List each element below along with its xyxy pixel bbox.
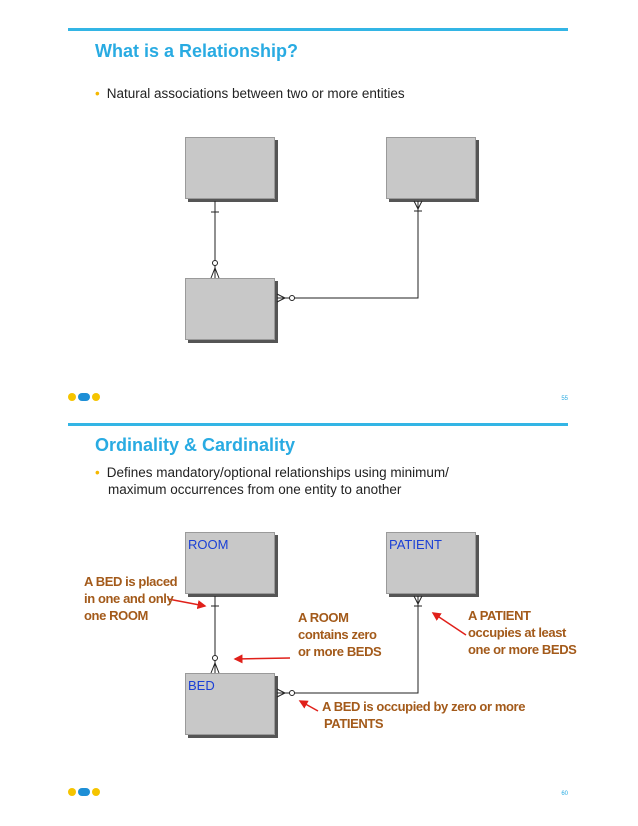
bullet-icon: • bbox=[95, 86, 100, 101]
footer-logo bbox=[68, 783, 100, 801]
arrow-bed-in-room bbox=[167, 598, 207, 610]
entity-label: PATIENT bbox=[389, 537, 442, 552]
annotation-bed-in-room: A BED is placed in one and only one ROOM bbox=[84, 574, 178, 623]
entity-label: BED bbox=[188, 678, 215, 693]
bullet-icon: • bbox=[95, 465, 100, 480]
crows-foot-mark bbox=[413, 200, 423, 211]
arrow-bed-patients bbox=[298, 700, 319, 712]
footer-meta: 60 bbox=[557, 791, 568, 797]
bullet-item: •Defines mandatory/optional relationship… bbox=[95, 465, 449, 497]
footer-logo bbox=[68, 388, 100, 406]
entity-top-left bbox=[185, 137, 275, 199]
header-rule bbox=[68, 28, 568, 31]
cardinality-zero-mark bbox=[289, 295, 295, 301]
page-number: 55 bbox=[561, 396, 568, 402]
cardinality-zero-mark bbox=[212, 260, 218, 266]
annotation-patient-beds: A PATIENT occupies at least one or more … bbox=[468, 608, 577, 657]
entity-bottom bbox=[185, 278, 275, 340]
crows-foot-mark bbox=[210, 661, 220, 674]
logo-circle-icon bbox=[92, 392, 100, 401]
logo-circle-icon bbox=[92, 787, 100, 796]
annotation-bed-patients: A BED is occupied by zero or more PATIEN… bbox=[322, 699, 526, 731]
slide-title: Ordinality & Cardinality bbox=[95, 435, 296, 455]
entity-label: ROOM bbox=[188, 537, 229, 552]
slide-title: What is a Relationship? bbox=[95, 41, 299, 61]
header-rule bbox=[68, 423, 568, 426]
arrow-room-beds bbox=[233, 654, 291, 664]
logo-circle-icon bbox=[68, 392, 76, 401]
crows-foot-mark bbox=[413, 595, 423, 606]
logo-center-icon bbox=[78, 787, 90, 796]
relationship-lines bbox=[210, 200, 423, 303]
slide-ordinality-cardinality: Ordinality & Cardinality •Defines mandat… bbox=[0, 413, 638, 826]
bullet-item: •Natural associations between two or mor… bbox=[95, 86, 405, 101]
logo-center-icon bbox=[78, 392, 90, 401]
relationship-line bbox=[277, 596, 419, 694]
slide-relationship: What is a Relationship? •Natural associa… bbox=[68, 28, 568, 406]
crows-foot-mark bbox=[276, 293, 287, 303]
entity-top-right bbox=[386, 137, 476, 199]
entity-room: ROOM bbox=[185, 532, 275, 594]
crows-foot-mark bbox=[276, 688, 287, 698]
logo-circle-icon bbox=[68, 787, 76, 796]
entity-patient: PATIENT bbox=[386, 532, 476, 594]
footer-meta: 55 bbox=[557, 396, 568, 402]
annotation-room-beds: A ROOM contains zero or more BEDS bbox=[298, 610, 382, 659]
page-number: 60 bbox=[561, 791, 568, 797]
cardinality-zero-mark bbox=[212, 655, 218, 661]
relationship-line bbox=[277, 201, 419, 299]
arrow-patient-beds bbox=[431, 612, 467, 636]
entity-bed: BED bbox=[185, 673, 275, 735]
cardinality-zero-mark bbox=[289, 690, 295, 696]
relationship-lines bbox=[167, 595, 467, 712]
crows-foot-mark bbox=[210, 266, 220, 279]
